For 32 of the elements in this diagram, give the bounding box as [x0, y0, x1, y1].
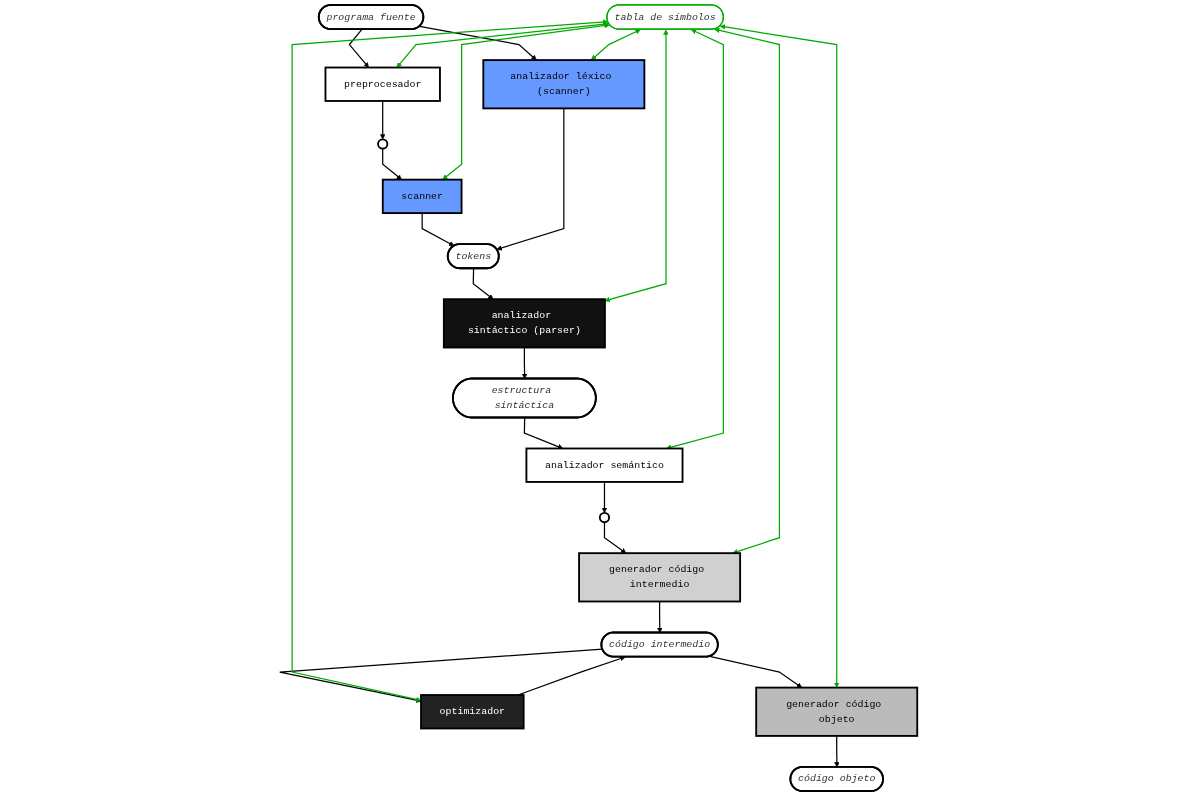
node-box: analizador sintáctico (parser) — [442, 298, 606, 349]
arrow — [603, 521, 627, 554]
arrow — [382, 148, 402, 180]
arrow — [719, 24, 840, 688]
arrow — [380, 100, 386, 140]
arrow — [496, 107, 565, 251]
arrow — [657, 600, 663, 633]
node-circle — [598, 511, 611, 524]
node-box: generador código objeto — [755, 686, 919, 737]
node-box: analizador semántico — [525, 447, 684, 483]
arrow — [517, 655, 626, 696]
arrow — [665, 29, 724, 450]
node-box: scanner — [381, 178, 463, 214]
arrow — [472, 267, 494, 300]
arrow — [523, 417, 564, 450]
arrow — [709, 655, 803, 688]
arrow — [521, 346, 528, 380]
arrow — [442, 22, 610, 180]
arrow — [834, 735, 840, 768]
arrow — [590, 29, 641, 61]
node-box: optimizador — [420, 694, 525, 730]
node-box: generador código intermedio — [578, 552, 742, 603]
arrow — [714, 27, 781, 555]
arrow — [604, 29, 669, 303]
arrow — [348, 28, 369, 68]
arrow — [419, 25, 537, 61]
arrow — [421, 212, 455, 247]
arrow — [601, 481, 608, 514]
node-box: analizador léxico (scanner) — [482, 59, 646, 110]
node-box: preprocesador — [324, 66, 441, 102]
arrow — [291, 19, 608, 703]
node-circle — [377, 138, 389, 150]
